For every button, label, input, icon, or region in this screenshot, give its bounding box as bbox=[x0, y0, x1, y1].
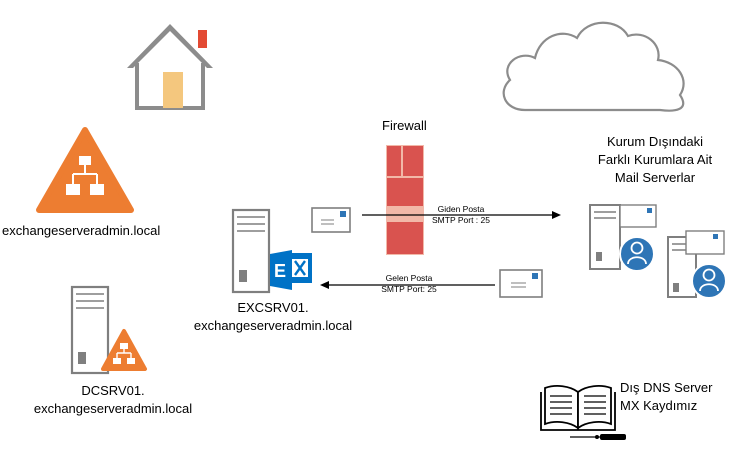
external-mail-server-icon bbox=[667, 230, 727, 299]
outgoing-mail-title: Giden Posta bbox=[437, 204, 485, 214]
external-servers-line3: Mail Serverlar bbox=[614, 170, 696, 185]
dc-server-domain: exchangeserveradmin.local bbox=[33, 401, 193, 416]
svg-text:E: E bbox=[274, 261, 286, 281]
dc-server-name: DCSRV01. bbox=[81, 383, 145, 398]
cloud-icon bbox=[502, 21, 685, 112]
domain-label: exchangeserveradmin.local bbox=[2, 223, 161, 238]
external-servers-label: Kurum Dışındaki Farklı Kurumlara Ait Mai… bbox=[583, 133, 727, 187]
firewall-icon bbox=[386, 145, 424, 255]
house-icon bbox=[127, 24, 213, 110]
external-mail-server-icon bbox=[589, 204, 657, 272]
outgoing-mail-port: SMTP Port : 25 bbox=[432, 215, 490, 225]
dc-server-label: DCSRV01. exchangeserveradmin.local bbox=[0, 382, 226, 418]
dc-server-icon bbox=[70, 285, 147, 375]
exchange-logo-icon: E bbox=[270, 250, 312, 290]
incoming-mail-title: Gelen Posta bbox=[385, 273, 433, 283]
incoming-envelope-icon bbox=[499, 269, 543, 298]
dns-mx-record: MX Kaydımız bbox=[620, 398, 698, 413]
exchange-server-domain: exchangeserveradmin.local bbox=[193, 318, 353, 333]
dns-book-icon bbox=[540, 385, 626, 440]
dns-label: Dış DNS Server MX Kaydımız bbox=[620, 379, 712, 415]
outgoing-mail-label: Giden Posta SMTP Port : 25 bbox=[423, 204, 499, 226]
domain-network-icon bbox=[36, 127, 134, 213]
outgoing-arrow bbox=[362, 211, 561, 219]
incoming-arrow bbox=[320, 281, 495, 289]
dns-title: Dış DNS Server bbox=[620, 380, 713, 395]
exchange-server-label: EXCSRV01. exchangeserveradmin.local bbox=[168, 299, 378, 335]
exchange-server-icon bbox=[231, 208, 271, 294]
outgoing-envelope-icon bbox=[311, 207, 351, 233]
exchange-server-name: EXCSRV01. bbox=[237, 300, 309, 315]
incoming-mail-label: Gelen Posta SMTP Port: 25 bbox=[370, 273, 448, 295]
external-servers-line2: Farklı Kurumlara Ait bbox=[597, 152, 713, 167]
external-servers-line1: Kurum Dışındaki bbox=[606, 134, 704, 149]
incoming-mail-port: SMTP Port: 25 bbox=[381, 284, 437, 294]
firewall-label: Firewall bbox=[382, 118, 427, 133]
